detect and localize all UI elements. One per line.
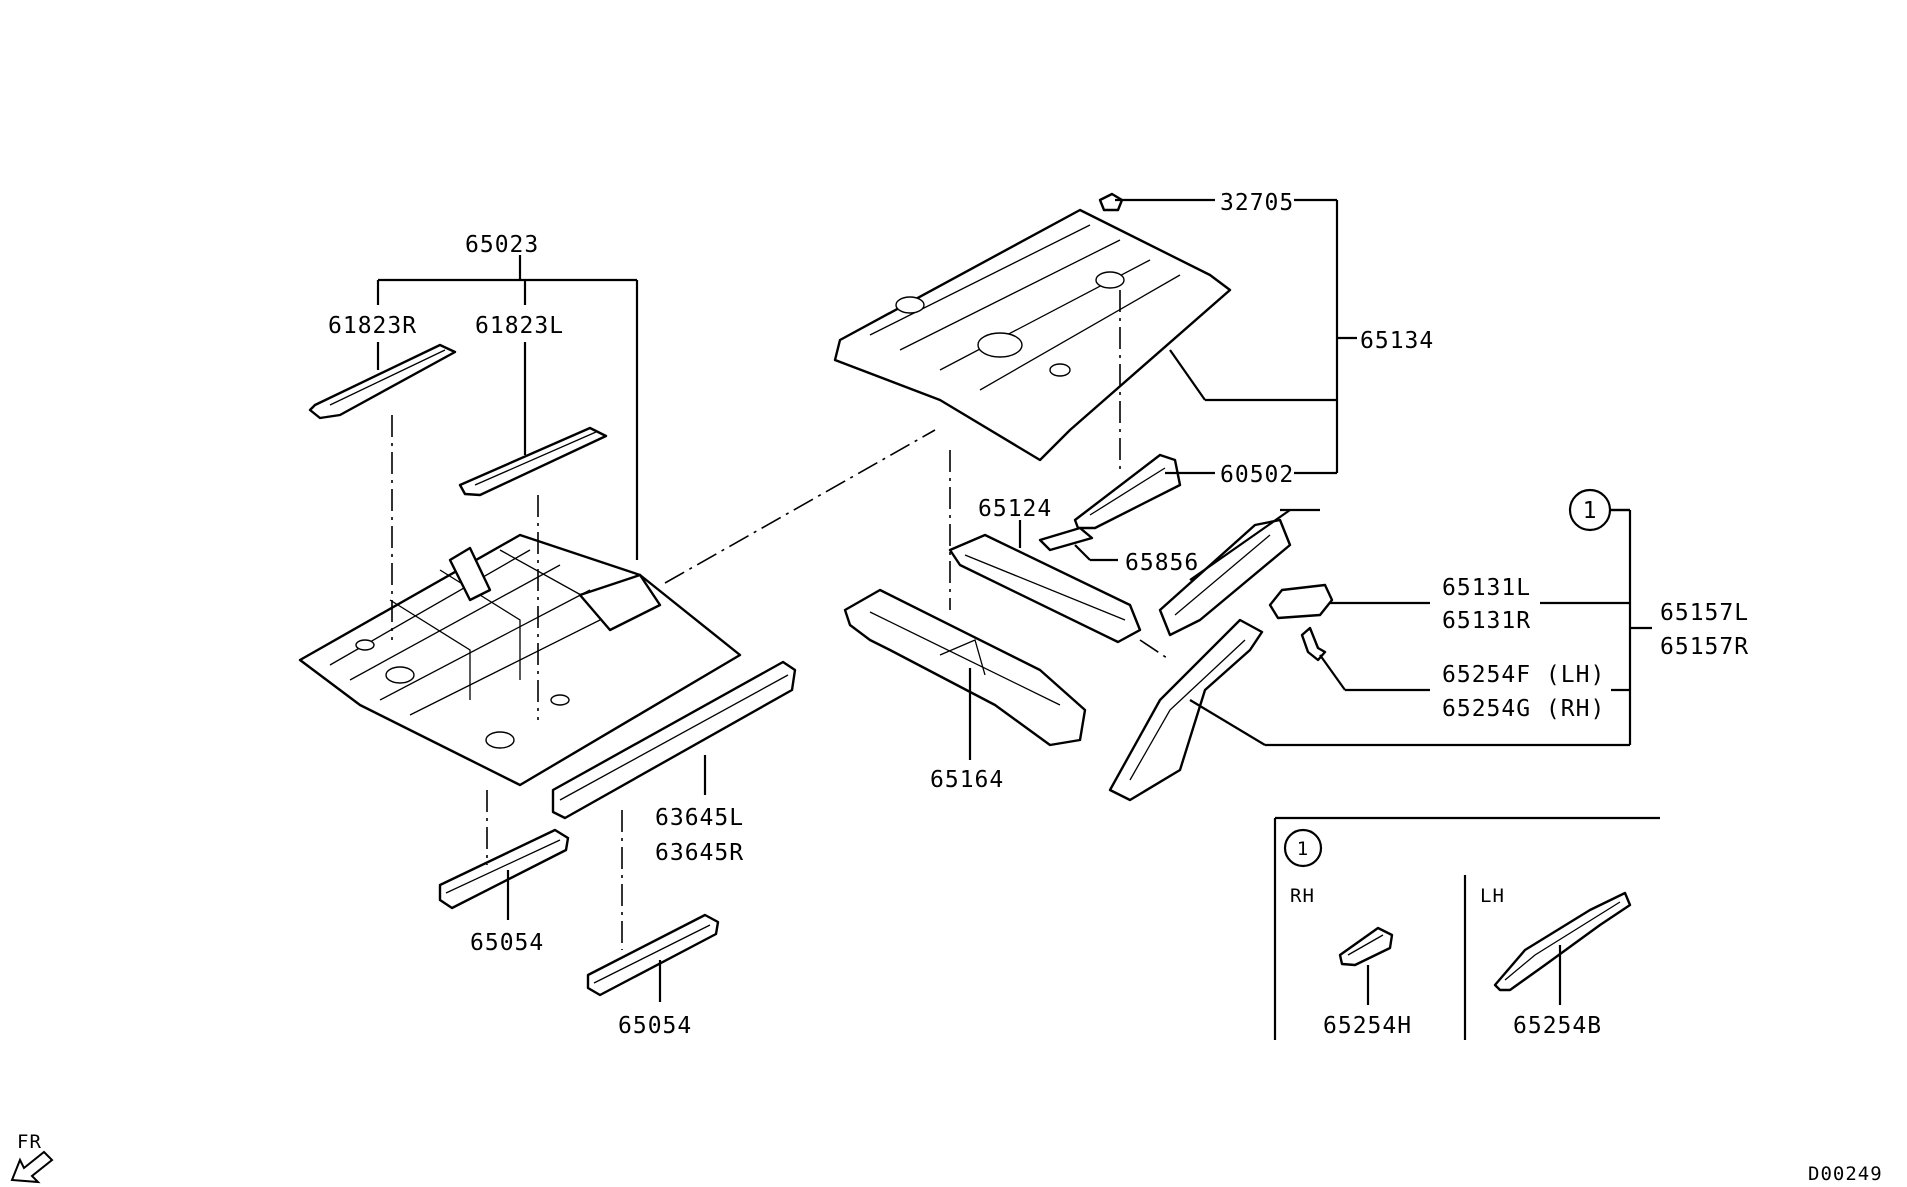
clip-65254 bbox=[1300, 626, 1327, 662]
member-65157 bbox=[1108, 618, 1264, 802]
bracket-65254B bbox=[1493, 891, 1632, 992]
label-65164: 65164 bbox=[930, 767, 1004, 793]
lh-label: LH bbox=[1480, 885, 1505, 907]
label-65023: 65023 bbox=[465, 232, 539, 258]
label-65254G: 65254G (RH) bbox=[1442, 696, 1605, 722]
label-61823R: 61823R bbox=[328, 313, 417, 339]
label-63645L: 63645L bbox=[655, 805, 744, 831]
callout-circle-top: 1 bbox=[1568, 488, 1612, 532]
label-61823L: 61823L bbox=[475, 313, 564, 339]
label-32705: 32705 bbox=[1220, 190, 1294, 216]
label-63645R: 63645R bbox=[655, 840, 744, 866]
front-direction-indicator: FR bbox=[10, 1131, 54, 1184]
crossmember-65054-b bbox=[586, 913, 720, 997]
crossmember-65054-a bbox=[438, 828, 570, 910]
label-65134: 65134 bbox=[1360, 328, 1434, 354]
bracket-60502 bbox=[1073, 453, 1182, 530]
rh-label: RH bbox=[1290, 885, 1315, 907]
fr-label: FR bbox=[17, 1131, 42, 1153]
member-65157-upper bbox=[1158, 518, 1292, 637]
label-65131R: 65131R bbox=[1442, 608, 1531, 634]
label-65856: 65856 bbox=[1125, 550, 1199, 576]
leader-lines bbox=[376, 198, 1652, 1002]
arrow-front-icon bbox=[10, 1150, 54, 1184]
crossmember-65124 bbox=[948, 533, 1142, 644]
bracket-32705 bbox=[1098, 192, 1124, 212]
label-65054-a: 65054 bbox=[470, 930, 544, 956]
label-65124: 65124 bbox=[978, 496, 1052, 522]
label-65054-b: 65054 bbox=[618, 1013, 692, 1039]
label-65131L: 65131L bbox=[1442, 575, 1531, 601]
front-floor-pan bbox=[298, 533, 742, 787]
bracket-65254H bbox=[1338, 926, 1394, 967]
side-member-65164 bbox=[843, 588, 1087, 747]
callout-number-top: 1 bbox=[1583, 498, 1598, 524]
side-sill-63645 bbox=[551, 660, 797, 820]
label-65157R: 65157R bbox=[1660, 634, 1749, 660]
drawing-code: D00249 bbox=[1808, 1163, 1883, 1185]
bracket-65856 bbox=[1038, 526, 1094, 552]
callout-number-inset: 1 bbox=[1297, 838, 1309, 860]
detail-inset: 1 RH LH bbox=[1273, 816, 1660, 1040]
assembly-lines bbox=[391, 290, 1171, 950]
scuff-plate-61823R bbox=[308, 343, 457, 420]
label-60502: 60502 bbox=[1220, 462, 1294, 488]
label-65254F: 65254F (LH) bbox=[1442, 662, 1605, 688]
label-65254B: 65254B bbox=[1513, 1013, 1602, 1039]
bracket-65131 bbox=[1268, 583, 1334, 620]
rear-floor-pan bbox=[833, 208, 1232, 462]
part-labels: 65023 61823R 61823L 32705 65134 60502 65… bbox=[328, 190, 1749, 1039]
label-65157L: 65157L bbox=[1660, 600, 1749, 626]
scuff-plate-61823L bbox=[458, 426, 608, 497]
label-65254H: 65254H bbox=[1323, 1013, 1412, 1039]
